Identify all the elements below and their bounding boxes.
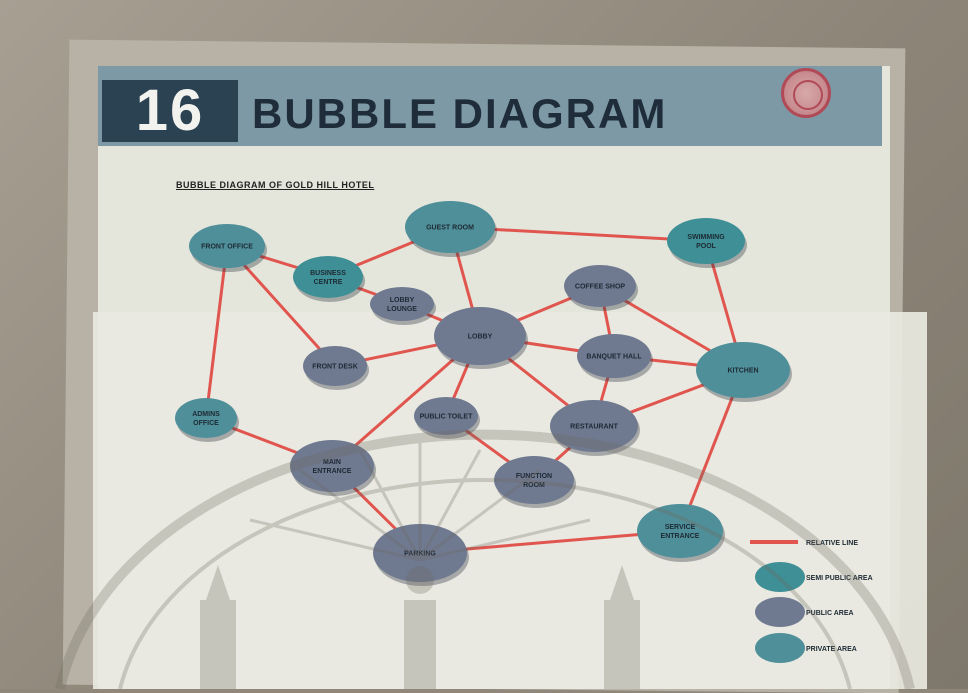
- legend-label: SEMI PUBLIC AREA: [806, 575, 873, 582]
- bubble-kitchen: KITCHEN: [696, 342, 792, 402]
- bubble-shape: [414, 397, 478, 435]
- bubble-label: ENTRANCE: [313, 468, 352, 475]
- bubble-shape: [175, 398, 237, 438]
- legend-item-0: RELATIVE LINE: [750, 540, 858, 547]
- bubble-parking: PARKING: [373, 524, 469, 586]
- legend: RELATIVE LINE SEMI PUBLIC AREA PUBLIC AREA…: [750, 540, 873, 663]
- legend-item-3: PRIVATE AREA: [755, 633, 857, 663]
- legend-ellipse-swatch: [755, 633, 805, 663]
- bubble-label: COFFEE SHOP: [575, 284, 626, 291]
- bubble-shape: [667, 218, 745, 264]
- bubble-label: FRONT DESK: [312, 364, 358, 371]
- legend-label: PRIVATE AREA: [806, 646, 857, 653]
- bubble-lobby: LOBBY: [434, 307, 528, 369]
- relation-line-front-office-admins-office: [204, 245, 229, 419]
- bubble-label: ENTRANCE: [661, 533, 700, 540]
- bubble-admins-office: ADMINS OFFICE: [175, 398, 239, 442]
- bubble-label: LOBBY: [390, 297, 415, 304]
- bubble-label: FRONT OFFICE: [201, 244, 253, 251]
- bubble-label: KITCHEN: [727, 368, 758, 375]
- bubble-shape: [405, 201, 495, 253]
- legend-item-2: PUBLIC AREA: [755, 597, 854, 627]
- bubble-shape: [696, 342, 790, 398]
- bubble-shape: [577, 334, 651, 378]
- bubble-shape: [637, 504, 723, 558]
- legend-ellipse-swatch: [755, 597, 805, 627]
- bubble-lobby-lounge: LOBBY LOUNGE: [370, 287, 436, 325]
- bubble-service-entrance: SERVICE ENTRANCE: [637, 504, 725, 562]
- bubble-label: POOL: [696, 243, 717, 250]
- bubble-label: RESTAURANT: [570, 424, 618, 431]
- bubble-shape: [189, 224, 265, 268]
- bubble-label: ADMINS: [192, 411, 220, 418]
- bubble-label: OFFICE: [193, 420, 219, 427]
- bubble-shape: [303, 346, 367, 386]
- diagram-subtitle: BUBBLE DIAGRAM OF GOLD HILL HOTEL: [176, 180, 375, 190]
- legend-label: RELATIVE LINE: [806, 540, 858, 547]
- bubble-label: CENTRE: [314, 279, 343, 286]
- bubble-guest-room: GUEST ROOM: [405, 201, 497, 257]
- legend-ellipse-swatch: [755, 562, 805, 592]
- bubble-shape: [373, 524, 467, 582]
- bubble-label: ROOM: [523, 482, 545, 489]
- bubble-restaurant: RESTAURANT: [550, 400, 640, 456]
- bubble-shape: [290, 440, 374, 492]
- bubble-label: LOBBY: [468, 334, 493, 341]
- bubble-main-entrance: MAIN ENTRANCE: [290, 440, 376, 496]
- bubble-shape: [564, 265, 636, 307]
- relation-line-front-office-front-desk: [225, 244, 337, 368]
- university-seal-icon: [781, 68, 831, 118]
- bubble-public-toilet: PUBLIC TOILET: [414, 397, 480, 439]
- bubble-coffee-shop: COFFEE SHOP: [564, 265, 638, 311]
- bubble-label: SERVICE: [665, 524, 696, 531]
- bubble-swimming-pool: SWIMMING POOL: [667, 218, 747, 268]
- bubble-label: GUEST ROOM: [426, 225, 474, 232]
- bubble-label: FUNCTION: [516, 473, 552, 480]
- bubble-label: PARKING: [404, 551, 436, 558]
- bubble-front-office: FRONT OFFICE: [189, 224, 267, 272]
- bubble-business-centre: BUSINESS CENTRE: [293, 256, 365, 302]
- bubbles: FRONT OFFICE BUSINESS CENTRE GUEST ROOM LOBB…: [175, 201, 792, 586]
- bubble-label: LOUNGE: [387, 306, 417, 313]
- bubble-front-desk: FRONT DESK: [303, 346, 369, 390]
- bubble-shape: [370, 287, 434, 321]
- bubble-banquet-hall: BANQUET HALL: [577, 334, 653, 382]
- bubble-function-room: FUNCTION ROOM: [494, 456, 576, 508]
- legend-item-1: SEMI PUBLIC AREA: [755, 562, 873, 592]
- bubble-shape: [293, 256, 363, 298]
- bubble-label: PUBLIC TOILET: [420, 414, 473, 421]
- bubble-shape: [550, 400, 638, 452]
- bubble-label: BUSINESS: [310, 270, 346, 277]
- bubble-label: MAIN: [323, 459, 341, 466]
- bubble-shape: [434, 307, 526, 365]
- bubble-shape: [494, 456, 574, 504]
- bubble-label: BANQUET HALL: [586, 354, 642, 361]
- legend-label: PUBLIC AREA: [806, 610, 854, 617]
- poster-title: BUBBLE DIAGRAM: [252, 90, 668, 137]
- bubble-label: SWIMMING: [687, 234, 725, 241]
- poster-number: 16: [102, 80, 238, 142]
